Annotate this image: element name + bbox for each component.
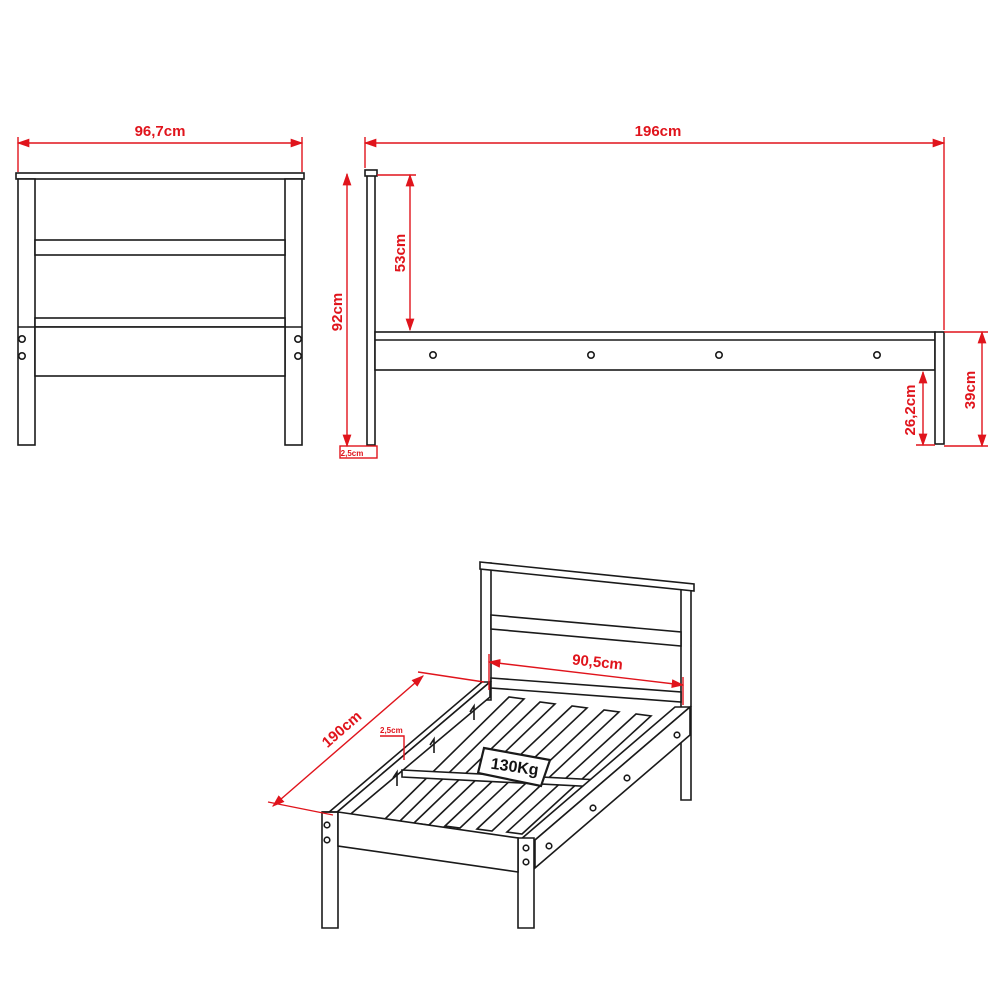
headboard-thickness-box	[339, 445, 378, 459]
front-frame-beam	[34, 326, 286, 377]
front-width-label: 96,7cm	[135, 123, 186, 140]
front-lower-rail	[34, 317, 286, 328]
headboard-top-cap	[479, 561, 695, 592]
footboard-right-post	[517, 837, 535, 929]
bolt-icon	[428, 350, 437, 359]
bolt-icon	[545, 842, 553, 850]
front-top-cap	[15, 172, 305, 180]
load-capacity-label: 130Kg	[490, 756, 540, 780]
bolt-icon	[522, 858, 530, 866]
bolt-icon	[17, 351, 26, 360]
total-height-label: 92cm	[329, 293, 346, 331]
side-headboard-post	[366, 174, 376, 446]
headboard-height-label: 53cm	[392, 234, 409, 272]
side-view: 196cm 92cm 53cm 2,5cm 26,2cm 39cm	[329, 123, 988, 459]
front-right-post	[284, 178, 303, 446]
headboard-middle-rail	[490, 614, 682, 647]
front-view: 96,7cm	[15, 123, 305, 446]
inner-length-label: 190cm	[319, 708, 365, 751]
bolt-icon	[586, 350, 595, 359]
slat-gap-label: 2,5cm	[380, 726, 403, 735]
headboard-thickness-label: 2,5cm	[341, 449, 364, 458]
bolt-icon	[293, 334, 302, 343]
side-footboard-post	[934, 331, 945, 445]
right-side-rail	[534, 705, 691, 870]
bolt-icon	[293, 351, 302, 360]
slat-gap-leader	[380, 735, 405, 760]
bolt-icon	[17, 334, 26, 343]
bolt-icon	[522, 844, 530, 852]
front-left-post	[17, 178, 36, 446]
bolt-icon	[872, 350, 881, 359]
bolt-icon	[714, 350, 723, 359]
frame-height-label: 39cm	[962, 371, 979, 409]
bolt-icon	[323, 836, 331, 844]
load-capacity-badge: 130Kg	[476, 746, 552, 788]
perspective-view: 90,5cm 190cm 2,5cm 130Kg	[267, 561, 695, 929]
side-rail	[374, 331, 936, 371]
bolt-icon	[589, 804, 597, 812]
side-headboard-cap	[364, 169, 378, 177]
clearance-label: 26,2cm	[902, 385, 919, 436]
inner-length-dimension-line	[272, 675, 424, 807]
inner-width-label: 90,5cm	[571, 651, 623, 673]
inner-width-dimension-line	[487, 658, 685, 689]
bolt-icon	[623, 774, 631, 782]
side-length-label: 196cm	[635, 123, 682, 140]
slat	[475, 709, 621, 832]
bolt-icon	[673, 731, 681, 739]
slat	[505, 713, 653, 835]
bolt-icon	[323, 821, 331, 829]
footboard-left-post	[321, 811, 339, 929]
front-middle-rail	[34, 239, 286, 256]
footboard-rail	[337, 811, 519, 873]
